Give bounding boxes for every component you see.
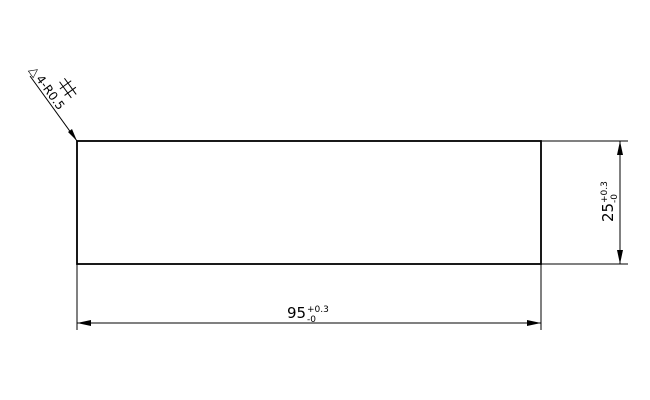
part-outline: [76, 140, 542, 265]
corner-note: △ 4-R0.5: [27, 64, 78, 142]
arrow-right-icon: [527, 320, 541, 326]
arrow-up-icon: [617, 141, 623, 155]
arrow-down-icon: [617, 250, 623, 264]
width-dimension: 95 +0.3 -0: [76, 264, 542, 330]
leader-line: [29, 75, 78, 142]
width-upper-tol: +0.3: [307, 305, 329, 315]
double-line-mark-icon: [59, 77, 77, 99]
height-nominal: 25: [599, 203, 617, 222]
width-nominal: 95: [287, 304, 306, 322]
corner-note-text: 4-R0.5: [33, 72, 67, 112]
width-lower-tol: -0: [307, 315, 316, 325]
arrow-left-icon: [77, 320, 91, 326]
height-dimension: 25 +0.3 -0: [541, 140, 628, 265]
height-upper-tol: +0.3: [600, 181, 610, 203]
leader-arrow-icon: [68, 129, 77, 141]
height-lower-tol: -0: [610, 194, 620, 203]
